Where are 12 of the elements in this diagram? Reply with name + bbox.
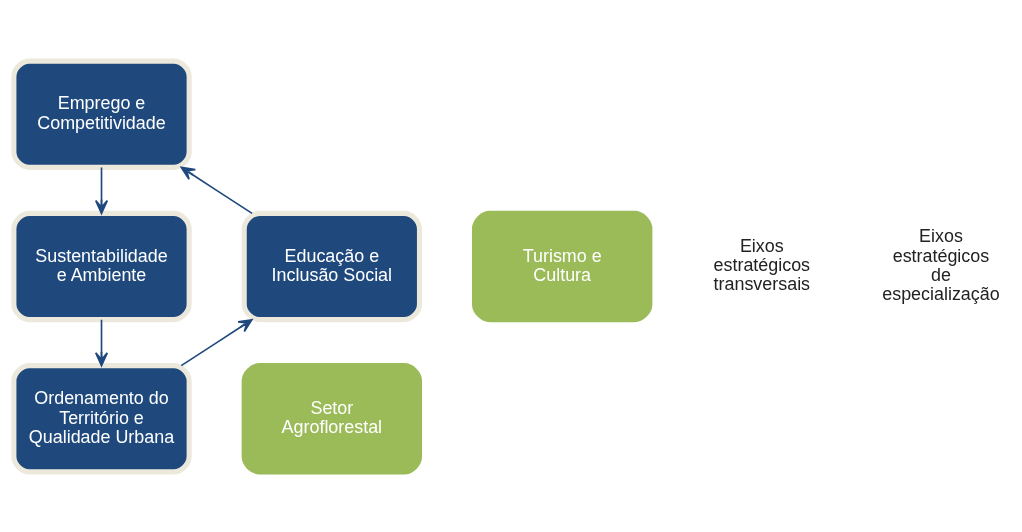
arrow	[94, 318, 109, 366]
label: Eixos estratégicos de especialização	[882, 225, 1000, 304]
label: Eixos estratégicos transversais	[713, 235, 811, 294]
node-box: Turismo e Cultura	[471, 210, 653, 322]
arrow	[180, 166, 253, 214]
arrow	[180, 318, 253, 366]
node-box: Educação e Inclusão Social	[241, 210, 423, 322]
node-box: Emprego e Competitividade	[11, 58, 192, 170]
arrow	[94, 166, 109, 214]
node-box: Setor Agroflorestal	[241, 362, 423, 474]
node-box: Ordenamento do Território e Qualidade Urbana	[11, 362, 192, 474]
node-box: Sustentabilidade e Ambiente	[11, 210, 192, 322]
